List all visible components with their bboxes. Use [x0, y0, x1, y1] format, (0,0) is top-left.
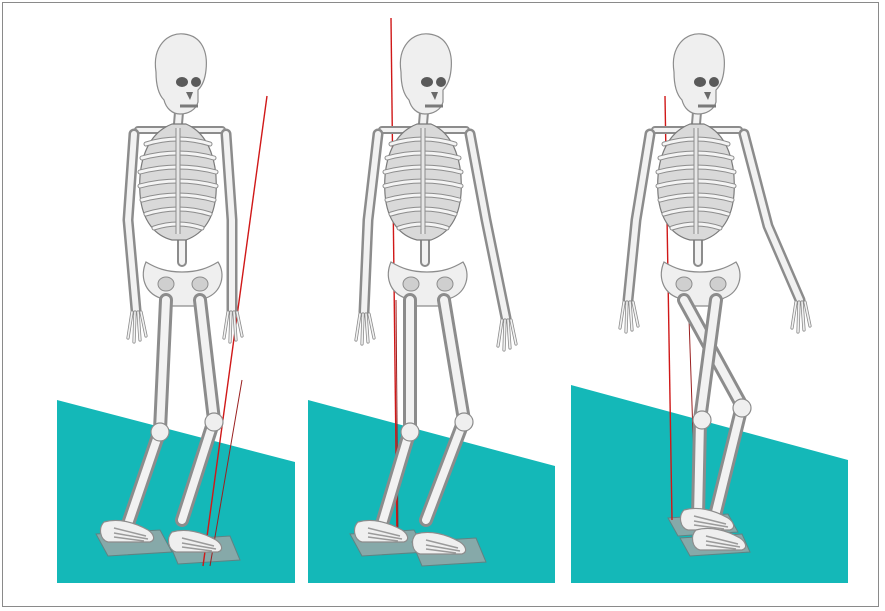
hand: [356, 314, 374, 344]
panel-2: [308, 18, 555, 583]
panel-3: [571, 34, 848, 583]
ribcage: [385, 124, 462, 240]
skull: [400, 34, 451, 114]
hand: [498, 320, 516, 350]
panel-1: [57, 34, 295, 583]
skull: [155, 34, 206, 114]
hand: [620, 302, 638, 332]
hand: [224, 312, 242, 342]
pelvis: [661, 262, 740, 306]
ribcage: [658, 124, 735, 240]
pelvis: [143, 262, 222, 306]
hand: [792, 302, 810, 332]
hand: [128, 312, 146, 342]
ribcage: [140, 124, 217, 240]
skull: [673, 34, 724, 114]
pelvis: [388, 262, 467, 306]
